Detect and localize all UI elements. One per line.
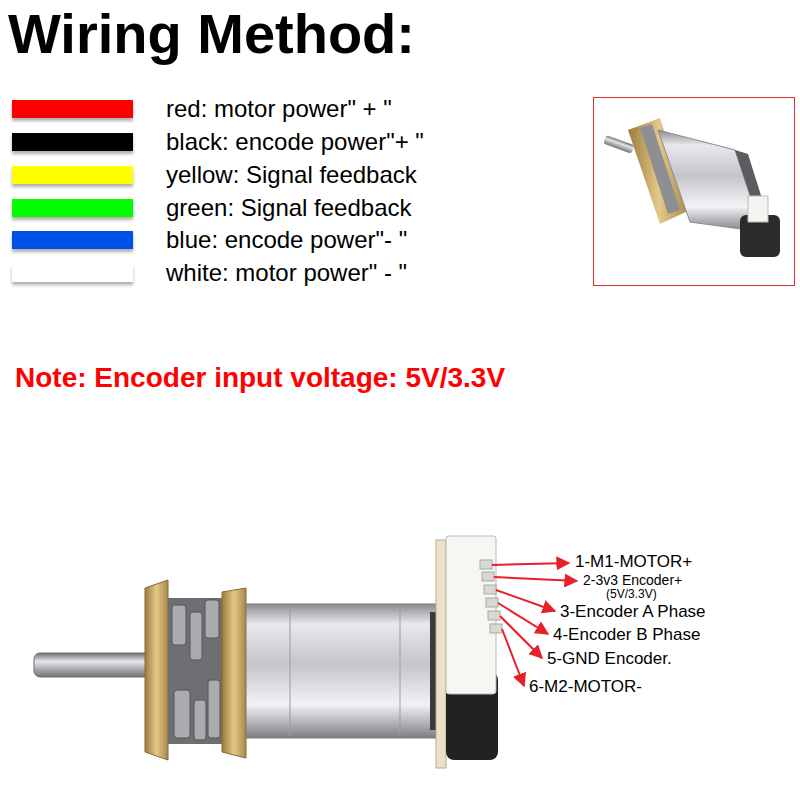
wire-label: green: Signal feedback <box>166 194 412 222</box>
color-swatch <box>12 264 133 282</box>
pin-label: 2-3v3 Encoder+ <box>583 572 682 588</box>
wire-label: red: motor power" + " <box>166 95 392 123</box>
pin-label: 3-Encoder A Phase <box>560 602 706 622</box>
note: Note: Encoder input voltage: 5V/3.3V <box>15 362 505 394</box>
wire-label: yellow: Signal feedback <box>166 161 417 189</box>
pin-label: 1-M1-MOTOR+ <box>575 552 692 572</box>
color-swatch <box>12 100 133 118</box>
pin-label: 5-GND Encoder. <box>547 649 672 669</box>
pin-label: 6-M2-MOTOR- <box>529 677 642 697</box>
pin-label: 4-Encoder B Phase <box>553 625 700 645</box>
color-swatch <box>12 166 133 184</box>
color-swatch <box>12 231 133 249</box>
wire-label: white: motor power" - " <box>166 259 407 287</box>
wire-label: black: encode power"+ " <box>166 128 424 156</box>
color-swatch <box>12 133 133 151</box>
color-swatch <box>12 199 133 217</box>
title: Wiring Method: <box>8 2 415 66</box>
motor-photo <box>603 118 780 257</box>
geared-motor <box>34 536 502 768</box>
pin-label: (5V/3.3V) <box>606 588 657 602</box>
wire-label: blue: encode power"- " <box>166 226 407 254</box>
